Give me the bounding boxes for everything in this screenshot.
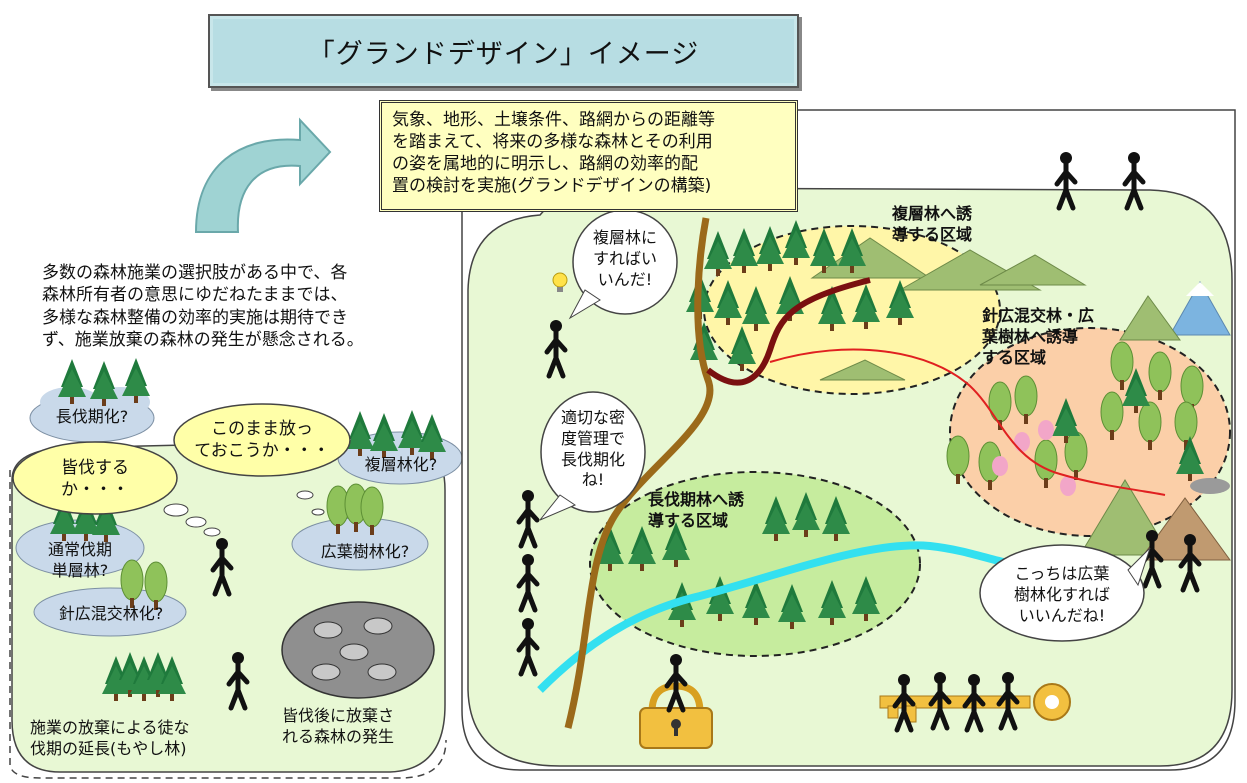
cloud-normal-label: 通常伐期 単層林? bbox=[47, 540, 112, 580]
cloud-mixed bbox=[33, 559, 187, 637]
cloud-broadleaf-label: 広葉樹林化? bbox=[320, 542, 410, 561]
zone-multilayer-area bbox=[703, 225, 1001, 395]
curved-arrow bbox=[194, 117, 332, 233]
cloud-long-rotation-label: 長伐期化? bbox=[55, 407, 129, 426]
red-route bbox=[769, 348, 1166, 496]
cloud-normal bbox=[15, 496, 145, 577]
thought-dots bbox=[163, 490, 325, 537]
lightbulb-icon bbox=[552, 272, 568, 292]
left-description: 多数の森林施業の選択肢がある中で、各 森林所有者の意思にゆだねたままでは、 多様… bbox=[42, 263, 364, 351]
forest-road bbox=[706, 277, 871, 386]
caption-clearcut: 皆伐後に放棄さ れる森林の発生 bbox=[282, 706, 395, 747]
grand-design-callout: 気象、地形、土壌条件、路網からの距離等 を踏まえて、将来の多様な森林とその利用 … bbox=[379, 100, 798, 212]
right-scene bbox=[461, 109, 1236, 771]
speech-density-label: 適切な密 度管理で 長伐期化 ね! bbox=[560, 408, 625, 490]
cloud-long-rotation bbox=[29, 358, 155, 443]
thought-clearcut bbox=[12, 441, 178, 515]
main-road bbox=[564, 217, 714, 729]
clearcut-stumps bbox=[281, 601, 435, 699]
speech-multilayer-bubble bbox=[568, 209, 678, 320]
cloud-mixed-label: 針広混交林化? bbox=[58, 604, 164, 623]
cloud-multilayer-label: 複層林化? bbox=[364, 455, 438, 474]
speech-multilayer-label: 複層林に すればい いんだ! bbox=[592, 228, 657, 289]
speech-density-bubble bbox=[539, 391, 646, 521]
speech-broadleaf-bubble bbox=[979, 544, 1151, 642]
right-frame bbox=[461, 109, 1236, 771]
zone-mixed-label: 針広混交林・広 葉樹林へ誘導 する区域 bbox=[982, 306, 1095, 367]
cloud-broadleaf bbox=[291, 483, 429, 571]
page-title: 「グランドデザイン」イメージ bbox=[208, 14, 799, 88]
river bbox=[537, 541, 1031, 693]
thought-leave-label: このまま放っ ておこうか・・・ bbox=[194, 419, 330, 462]
zone-long-label: 長伐期林へ誘 導する区域 bbox=[648, 490, 745, 530]
speech-broadleaf-label: こっちは広葉 樹林化すれば いいんだね! bbox=[1013, 564, 1110, 625]
left-scene bbox=[9, 117, 463, 779]
caption-abandon: 施業の放棄による徒な 伐期の延長(もやし林) bbox=[30, 718, 190, 759]
thought-clearcut-label: 皆伐する か・・・ bbox=[61, 458, 129, 501]
thought-leave bbox=[173, 403, 351, 477]
zone-multilayer-label: 複層林へ誘 導する区域 bbox=[892, 204, 973, 244]
